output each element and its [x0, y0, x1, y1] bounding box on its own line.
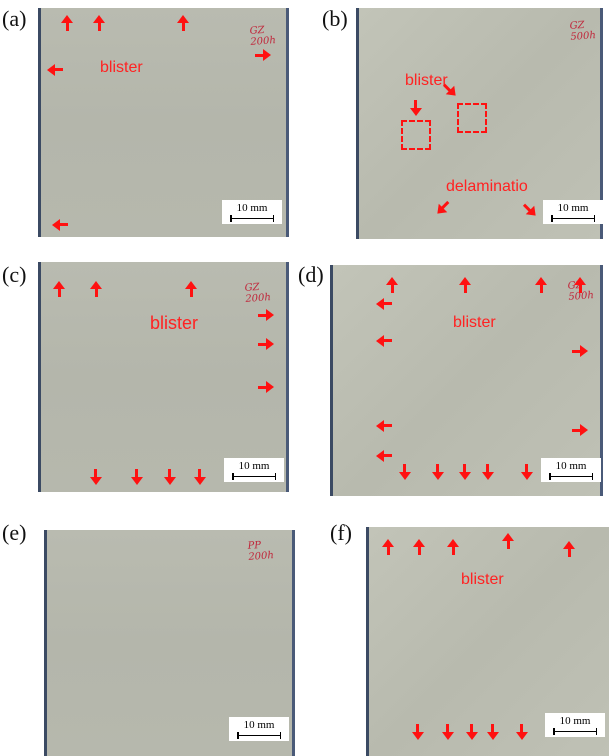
arrow-icon [413, 539, 425, 555]
arrow-icon [442, 724, 454, 740]
arrow-icon [502, 533, 514, 549]
arrow-icon [459, 464, 471, 480]
arrow-icon [382, 539, 394, 555]
blister-label-c: blister [150, 313, 199, 333]
panel-a-photo [38, 8, 289, 237]
arrow-icon [164, 469, 176, 485]
arrow-icon [459, 277, 471, 293]
arrow-icon [52, 219, 68, 231]
arrow-icon [410, 100, 422, 116]
arrow-icon [90, 281, 102, 297]
arrow-icon [432, 464, 444, 480]
scale-bar-f: 10 mm [545, 713, 605, 737]
scale-text: 10 mm [238, 460, 270, 472]
arrow-icon [535, 277, 547, 293]
arrow-icon [376, 335, 392, 347]
arrow-icon [572, 424, 588, 436]
arrow-icon [131, 469, 143, 485]
arrow-icon [376, 450, 392, 462]
blister-label-b: blister [405, 72, 448, 89]
arrow-icon [258, 309, 274, 321]
arrow-icon [258, 381, 274, 393]
arrow-icon [61, 15, 73, 31]
blister-label-a: blister [100, 59, 143, 76]
arrow-icon [177, 15, 189, 31]
arrow-icon [521, 464, 533, 480]
panel-label-e: (e) [2, 520, 27, 545]
scale-bar-d: 10 mm [541, 458, 601, 482]
arrow-icon [386, 277, 398, 293]
arrow-icon [412, 724, 424, 740]
arrow-icon [516, 724, 528, 740]
panel-label-a: (a) [2, 6, 27, 31]
blister-label-f: blister [461, 571, 504, 588]
arrow-icon [487, 724, 499, 740]
arrow-icon [376, 420, 392, 432]
arrow-icon [47, 64, 63, 76]
scale-bar-a: 10 mm [222, 200, 282, 224]
panel-label-f: (f) [330, 520, 352, 545]
arrow-icon [93, 15, 105, 31]
panel-label-d: (d) [298, 262, 324, 287]
scale-text: 10 mm [557, 202, 589, 214]
arrow-icon [376, 298, 392, 310]
handwriting-a: GZ 200h [249, 24, 277, 48]
scale-text: 10 mm [559, 715, 591, 727]
arrow-icon [194, 469, 206, 485]
arrow-icon [255, 49, 271, 61]
scale-bar-c: 10 mm [224, 458, 284, 482]
scale-text: 10 mm [555, 460, 587, 472]
handwriting-c: GZ 200h [244, 281, 272, 305]
arrow-icon [482, 464, 494, 480]
handwriting-e: PP 200h [247, 539, 275, 563]
arrow-icon [258, 338, 274, 350]
arrow-icon [563, 541, 575, 557]
arrow-icon [53, 281, 65, 297]
scale-bar-e: 10 mm [229, 717, 289, 741]
scale-text: 10 mm [236, 202, 268, 214]
panel-c-photo [38, 262, 289, 492]
blister-highlight-box [457, 103, 487, 133]
panel-label-c: (c) [2, 262, 27, 287]
blister-label-d: blister [453, 314, 496, 331]
scale-bar-b: 10 mm [543, 200, 603, 224]
arrow-icon [572, 345, 588, 357]
delamination-label: delaminatio [446, 178, 528, 195]
blister-highlight-box [401, 120, 431, 150]
scale-text: 10 mm [243, 719, 275, 731]
arrow-icon [90, 469, 102, 485]
arrow-icon [447, 539, 459, 555]
arrow-icon [574, 277, 586, 293]
handwriting-b: GZ 500h [569, 19, 597, 43]
arrow-icon [185, 281, 197, 297]
arrow-icon [466, 724, 478, 740]
panel-label-b: (b) [322, 6, 348, 31]
arrow-icon [399, 464, 411, 480]
